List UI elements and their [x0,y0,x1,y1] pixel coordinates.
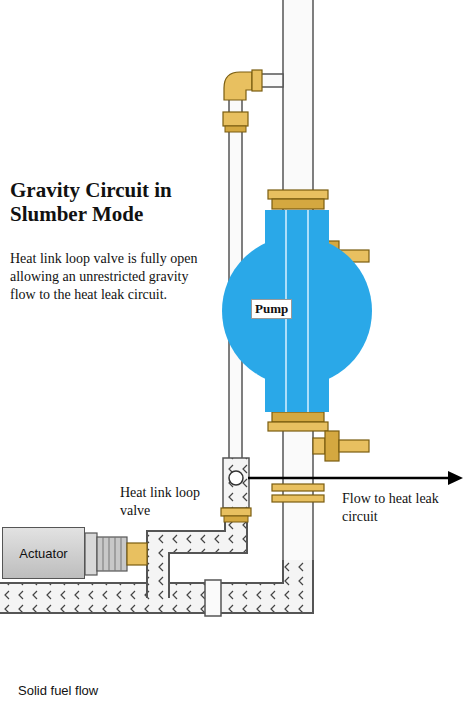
pump-flange [272,199,324,209]
elbow-fitting [224,72,252,100]
pump-flange [268,190,328,199]
branch-pipe [158,515,236,598]
bleed-fitting [339,440,369,452]
pump-body: Pump [221,210,373,412]
actuator-knob [97,537,127,571]
valve-fitting [224,516,248,522]
branch-pipe-outline [158,515,236,598]
union-fitting [223,112,248,126]
loop-valve-ball [229,471,243,485]
pipe-coupling [205,580,221,616]
flow-label: Solid fuel flow [18,683,238,700]
pipe-flange [272,495,324,502]
valve-label: Heat link loop valve [120,484,216,520]
pump-outline [221,210,373,412]
actuator-coupling [127,543,147,565]
bleed-fitting [325,431,339,461]
actuator-box: Actuator [2,527,85,579]
knob-knurling [103,537,121,571]
pump-flange [268,422,328,431]
loop-valve-body [223,458,249,508]
bleed-fitting [313,438,325,454]
flow-label: Flow to heat leak circuit [342,490,470,526]
actuator-label: Actuator [19,546,67,561]
flow-arrowhead [448,471,463,485]
actuator-collar [85,533,97,575]
valve-fitting [221,508,251,516]
flow-arrow [248,477,450,480]
union-fitting [225,126,246,132]
pump-flange [272,412,324,422]
pump-label: Pump [251,299,292,319]
pipe-flange [272,484,324,491]
diagram-title: Gravity Circuit in Slumber Mode [10,178,210,226]
description-note: Heat link loop valve is fully open allow… [10,250,215,305]
union-fitting [252,70,262,91]
